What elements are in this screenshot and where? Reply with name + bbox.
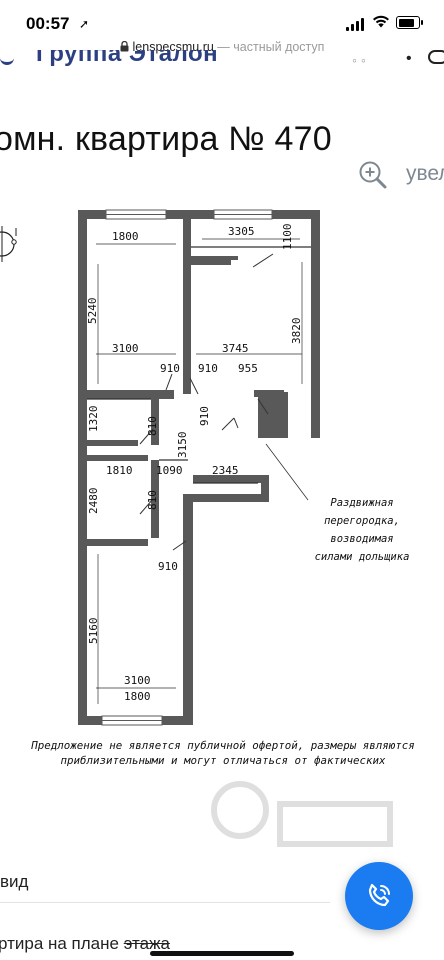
interior-walls [87,246,311,484]
window-lines [102,214,272,721]
dim-label: 1100 [281,224,294,251]
dim-label: 910 [198,406,211,426]
home-indicator[interactable] [150,951,294,956]
disclaimer-line: Предложение не является публичной оферто… [31,739,415,752]
floor-plan-label-struck: этажа [123,934,170,953]
header-phone-icon[interactable]: ◦ ◦ [352,52,366,68]
floor-plan-link[interactable]: ртира на плане этажа [0,934,170,954]
dim-label: 1800 [112,230,139,243]
watermark-icon [211,781,393,847]
disclaimer: Предложение не является публичной оферто… [18,738,428,768]
note-line: возводимая [330,533,393,545]
site-logo[interactable]: Группа Эталон [36,50,219,67]
status-bar: 00:57 ➚ [0,0,444,44]
dim-label: 3100 [124,674,151,687]
compass-icon [0,226,17,262]
dim-label: 2345 [212,464,239,477]
zoom-label: увел [406,162,444,185]
lock-icon [120,41,129,52]
floor-plan: 1800 3305 1100 5240 3820 3100 3745 910 9… [78,209,410,726]
doors [139,253,274,551]
floor-plan-label: ртира на плане [0,934,124,953]
location-arrow-icon: ➚ [79,17,90,31]
dim-label: 3745 [222,342,249,355]
status-time: 00:57 [26,14,70,33]
section-divider [0,902,330,903]
dim-label: 1090 [156,464,183,477]
phone-call-icon [368,883,390,907]
dim-label: 810 [146,416,159,436]
header-menu-icon[interactable]: • [406,50,412,67]
dim-label: 5160 [87,618,100,645]
dim-label: 3305 [228,225,255,238]
note-line: перегородка, [324,515,400,527]
logo-mark-icon [0,56,14,65]
note-leader [265,443,309,501]
cellular-signal-icon [346,17,366,31]
dim-label: 910 [198,362,218,375]
dim-label: 1320 [87,406,100,433]
header-profile-icon[interactable] [428,50,444,64]
dim-label: 1810 [106,464,133,477]
dim-label: 910 [158,560,178,573]
dim-label: 5240 [86,298,99,325]
disclaimer-line: приблизительными и могут отличаться от ф… [60,754,386,767]
call-button[interactable] [345,862,413,930]
dim-label: 810 [146,490,159,510]
url-domain: lenspecsmu.ru [132,40,214,54]
dim-label: 3150 [176,432,189,459]
walls [78,210,320,725]
dim-label: 3820 [290,318,303,345]
url-separator: — [213,40,234,54]
dimension-lines [96,238,303,704]
dim-label: 3100 [112,342,139,355]
dimension-labels: 1800 3305 1100 5240 3820 3100 3745 910 9… [86,224,303,704]
header-icons: ◦ ◦ [352,52,366,68]
site-header: Группа Эталон ◦ ◦ • [0,50,444,70]
battery-icon [396,16,423,29]
section-view-label[interactable]: вид [0,872,29,891]
url-bar[interactable]: lenspecsmu.ru — частный доступ [0,40,444,60]
dim-label: 910 [160,362,180,375]
dim-label: 955 [238,362,258,375]
wifi-icon [373,15,389,28]
note-line: силами дольщика [315,551,410,563]
dim-label: 1800 [124,690,151,703]
url-suffix: частный доступ [233,40,325,54]
page-title: омн. квартира № 470 [0,120,332,158]
partition-note: Раздвижная перегородка, возводимая силам… [315,497,410,563]
dim-label: 2480 [87,488,100,515]
note-line: Раздвижная [330,497,393,509]
zoom-in-icon [359,161,387,189]
